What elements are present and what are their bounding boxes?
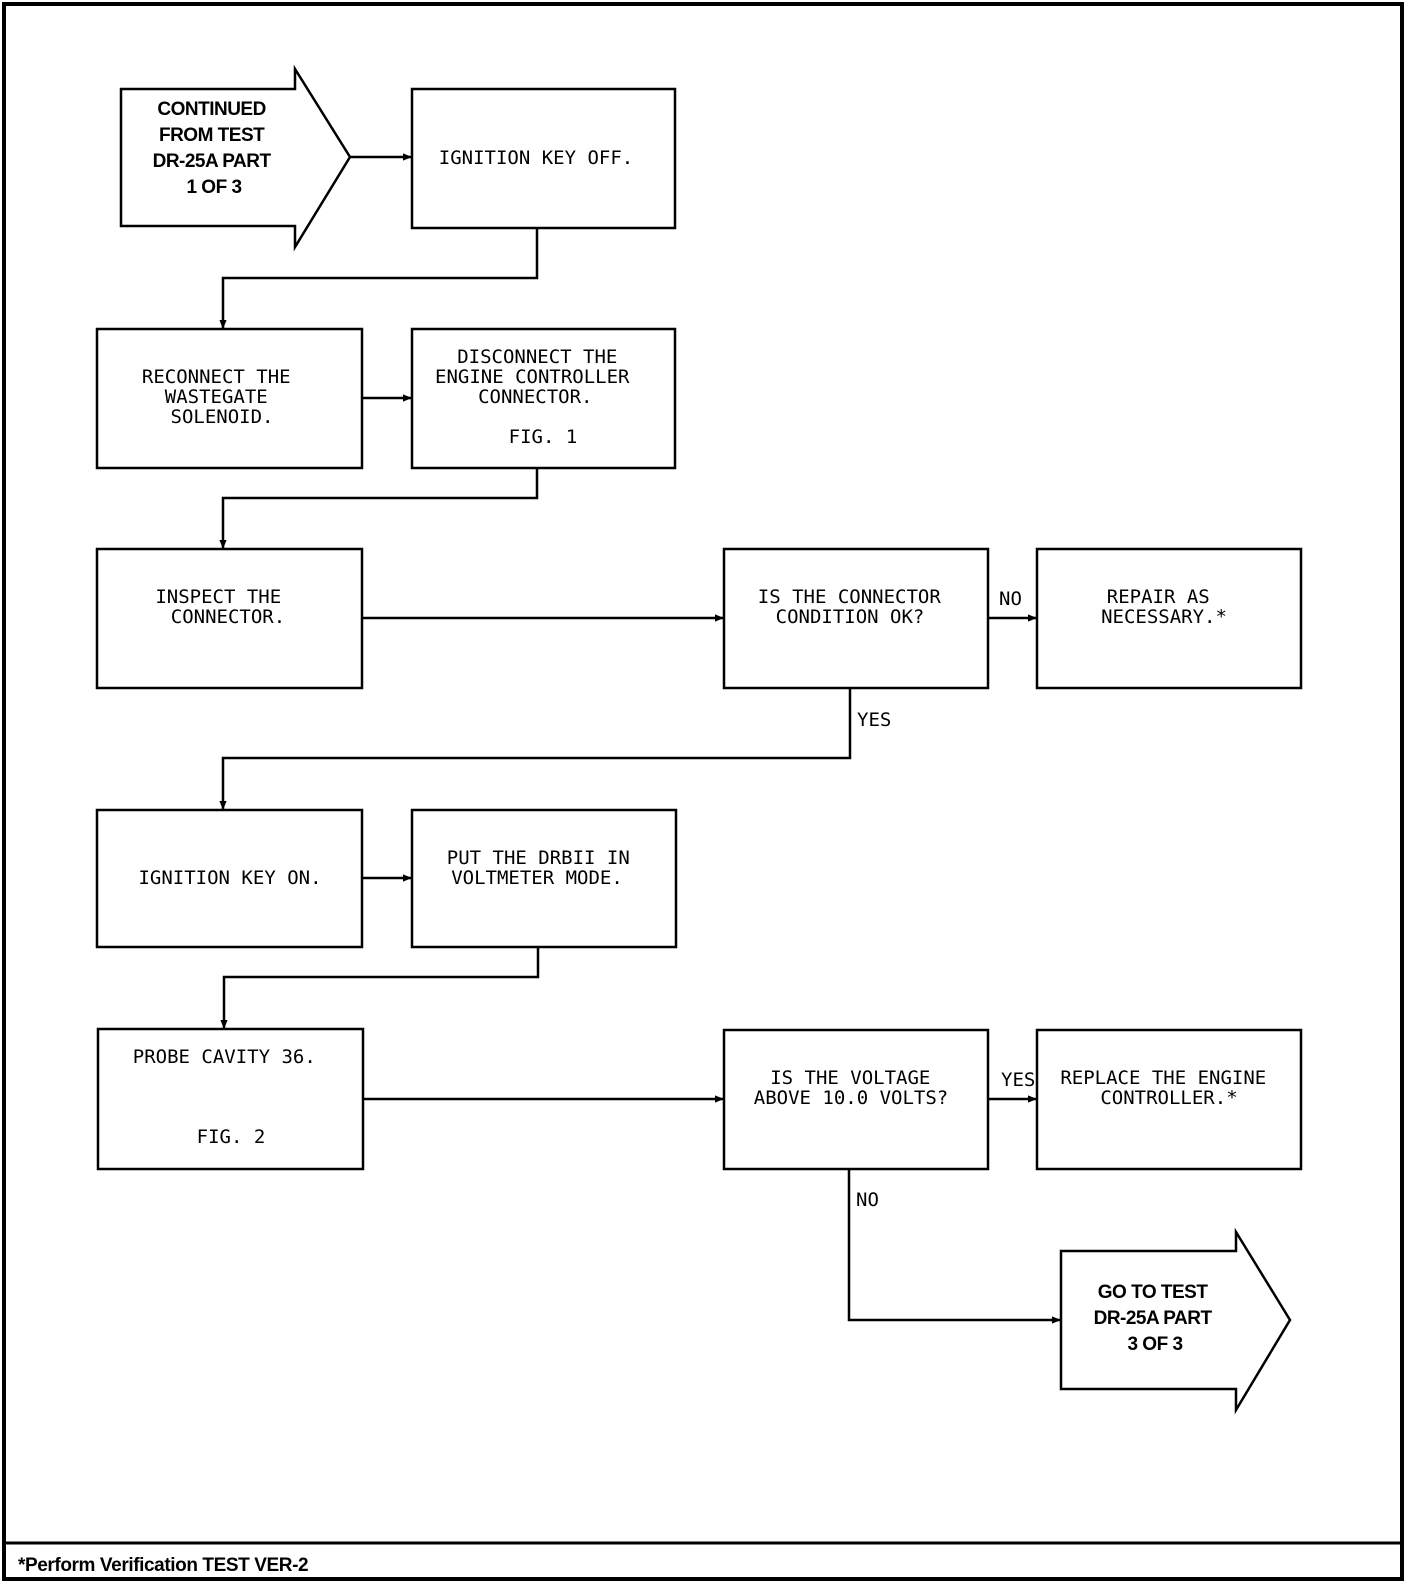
node-key-off-line-1: IGNITION KEY OFF. (439, 147, 633, 169)
svg-text:IS THE CONNECTOR CONDITI: IS THE CONNECTOR CONDITION OK? (758, 586, 952, 628)
node-disconnect-line-5: FIG. 1 (509, 426, 578, 448)
svg-text:REPLACE THE ENGINE CONTR: REPLACE THE ENGINE CONTROLLER.* (1060, 1067, 1277, 1109)
svg-text:PUT THE DRBII IN VOLTMET: PUT THE DRBII IN VOLTMETER MODE. (447, 847, 641, 889)
node-goto-line-3: 3 OF 3 (1127, 1334, 1182, 1355)
edge-voltmeter-to-probe (220, 948, 540, 1029)
node-drbii-voltmeter-mode: PUT THE DRBII IN VOLTMETER MODE. (410, 808, 678, 949)
edge-disconnect-to-inspect (219, 468, 539, 549)
node-start-arrow: CONTINUED FROM TEST DR-25A PART 1 OF 3 (119, 64, 352, 252)
node-inspect-connector: INSPECT THE CONNECTOR. (95, 547, 364, 690)
node-start-line-4: 1 OF 3 (186, 177, 241, 198)
node-voltage-line-2: ABOVE 10.0 VOLTS? (754, 1087, 948, 1109)
node-start-line-2: FROM TEST (159, 125, 265, 146)
edge-label-cond-ok-no: NO (999, 588, 1022, 610)
svg-text:RECONNECT THE WASTEGATE: RECONNECT THE WASTEGATE SOLENOID. (142, 366, 302, 428)
node-voltmeter-line-2: VOLTMETER MODE. (451, 867, 623, 889)
node-cond-ok-line-1: IS THE CONNECTOR (758, 586, 942, 608)
svg-text:IGNITION KEY ON.: IGNITION KEY ON. (138, 867, 321, 889)
node-connector-condition-decision: IS THE CONNECTOR CONDITION OK? (722, 547, 990, 690)
svg-text:IGNITION KEY OFF.: IGNITION KEY OFF. (439, 147, 633, 169)
node-start-line-1: CONTINUED (157, 99, 265, 120)
node-goto-line-2: DR-25A PART (1094, 1308, 1213, 1329)
node-probe-cavity-36: PROBE CAVITY 36. FIG. 2 (96, 1027, 365, 1171)
node-reconnect-line-1: RECONNECT THE (142, 366, 291, 388)
node-probe-line-1: PROBE CAVITY 36. (133, 1046, 316, 1068)
node-voltage-decision: IS THE VOLTAGE ABOVE 10.0 VOLTS? (722, 1028, 990, 1171)
svg-text:PROBE CAVITY 36.: PROBE CAVITY 36. FIG. 2 (133, 1046, 327, 1148)
node-repair-as-necessary: REPAIR AS NECESSARY.* (1035, 547, 1303, 690)
node-repair-line-1: REPAIR AS (1107, 586, 1210, 608)
node-reconnect-line-2: WASTEGATE (165, 386, 268, 408)
edge-label-voltage-yes: YES (1001, 1069, 1035, 1091)
svg-text:GO TO TEST DR-25A PART: GO TO TEST DR-25A PART 3 OF 3 (1094, 1282, 1217, 1355)
edge-label-cond-ok-yes: YES (857, 709, 891, 731)
node-reconnect-line-3: SOLENOID. (171, 406, 274, 428)
svg-text:DISCONNECT THE ENGINE CO: DISCONNECT THE ENGINE CONTROLLER CONNECT… (435, 346, 641, 448)
node-inspect-line-2: CONNECTOR. (171, 606, 285, 628)
node-replace-engine-controller: REPLACE THE ENGINE CONTROLLER.* (1035, 1028, 1303, 1171)
node-inspect-line-1: INSPECT THE (155, 586, 281, 608)
node-ignition-key-on: IGNITION KEY ON. (95, 808, 364, 949)
node-voltage-line-1: IS THE VOLTAGE (770, 1067, 930, 1089)
svg-text:REPAIR AS NECESSARY.*: REPAIR AS NECESSARY.* (1101, 586, 1227, 628)
edge-label-voltage-no: NO (856, 1189, 879, 1211)
node-key-on-line-1: IGNITION KEY ON. (138, 867, 321, 889)
node-probe-line-5: FIG. 2 (197, 1126, 266, 1148)
node-cond-ok-line-2: CONDITION OK? (776, 606, 925, 628)
svg-text:CONTINUED FROM TEST: CONTINUED FROM TEST DR-25A PART 1 OF 3 (153, 99, 276, 198)
edge-key-off-to-reconnect (219, 229, 539, 329)
node-goto-arrow: GO TO TEST DR-25A PART 3 OF 3 (1059, 1227, 1292, 1415)
node-disconnect-controller: DISCONNECT THE ENGINE CONTROLLER CONNECT… (410, 327, 677, 470)
node-start-line-3: DR-25A PART (153, 151, 272, 172)
node-reconnect-wastegate: RECONNECT THE WASTEGATE SOLENOID. (95, 327, 364, 470)
node-disconnect-line-3: CONNECTOR. (478, 386, 592, 408)
node-goto-line-1: GO TO TEST (1098, 1282, 1209, 1303)
node-disconnect-line-2: ENGINE CONTROLLER (435, 366, 630, 388)
footer-note: *Perform Verification TEST VER-2 (18, 1555, 308, 1576)
node-replace-line-2: CONTROLLER.* (1100, 1087, 1237, 1109)
node-replace-line-1: REPLACE THE ENGINE (1060, 1067, 1266, 1089)
node-repair-line-2: NECESSARY.* (1101, 606, 1227, 628)
node-voltmeter-line-1: PUT THE DRBII IN (447, 847, 630, 869)
edge-cond-ok-to-key-on (219, 689, 852, 810)
node-disconnect-line-1: DISCONNECT THE (457, 346, 617, 368)
edge-voltage-to-goto (847, 1170, 1061, 1324)
svg-text:IS THE VOLTAGE ABOVE 10.: IS THE VOLTAGE ABOVE 10.0 VOLTS? (754, 1067, 948, 1109)
node-ignition-key-off: IGNITION KEY OFF. (410, 87, 677, 230)
svg-text:INSPECT THE CONNECTOR.: INSPECT THE CONNECTOR. (155, 586, 292, 628)
